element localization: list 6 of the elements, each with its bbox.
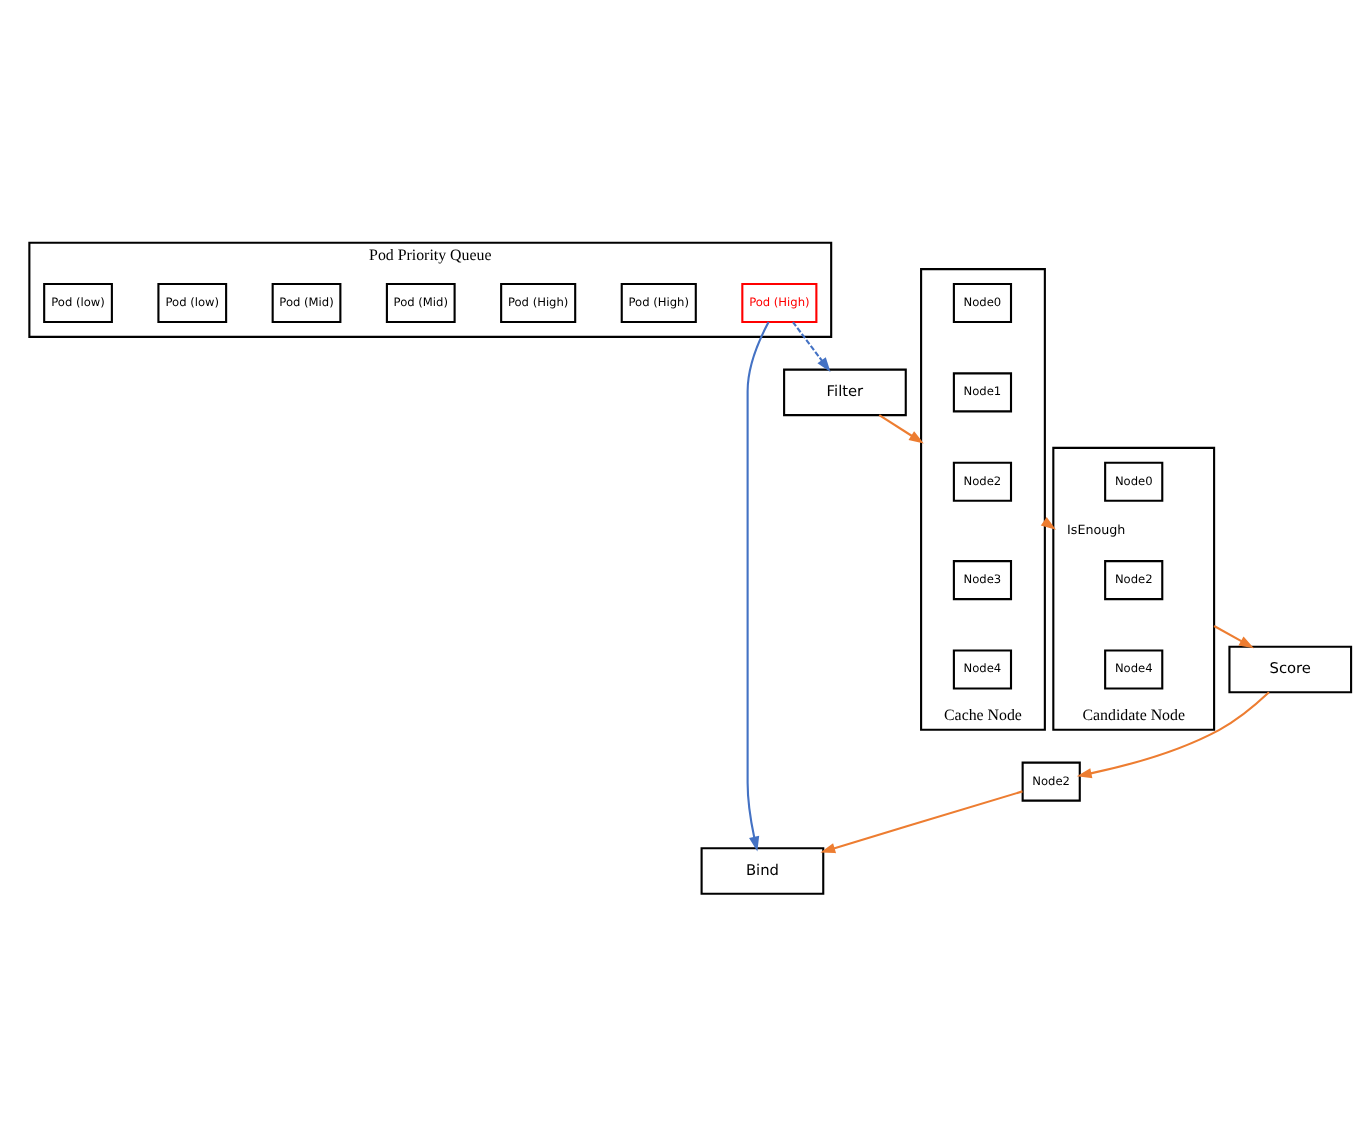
arrow <box>878 413 924 443</box>
arrow <box>792 320 831 372</box>
arrow <box>1213 624 1254 648</box>
arrow <box>820 789 1023 853</box>
arrow <box>746 320 770 851</box>
arrow <box>1076 690 1270 778</box>
